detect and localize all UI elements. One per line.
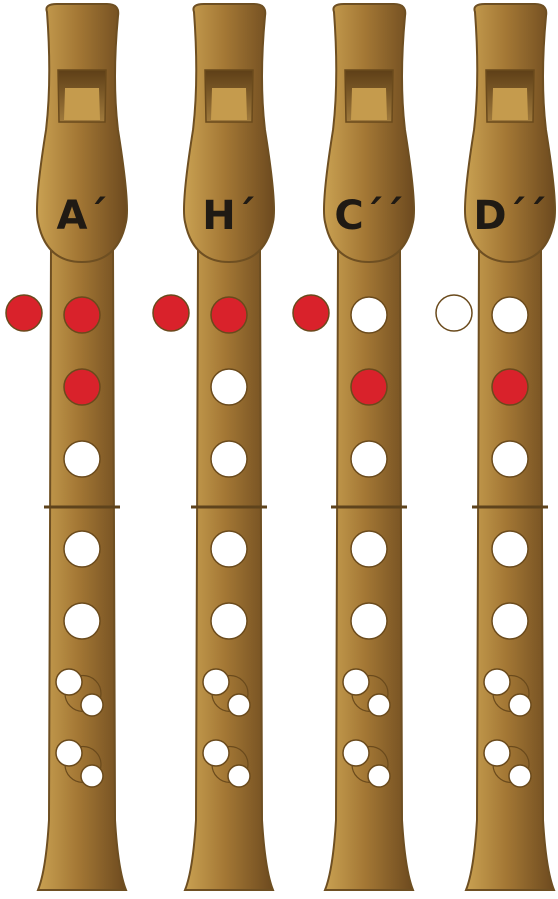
recorder: C´´ bbox=[293, 4, 414, 890]
finger-hole bbox=[351, 531, 387, 567]
finger-hole bbox=[64, 297, 100, 333]
double-hole-small bbox=[509, 765, 531, 787]
note-label: C´´ bbox=[334, 193, 403, 239]
finger-hole bbox=[492, 603, 528, 639]
recorder-body bbox=[325, 250, 413, 890]
double-hole-large bbox=[343, 669, 369, 695]
thumb-hole bbox=[153, 295, 189, 331]
finger-hole bbox=[64, 441, 100, 477]
finger-hole bbox=[351, 369, 387, 405]
double-hole-small bbox=[509, 694, 531, 716]
double-hole-large bbox=[203, 740, 229, 766]
recorder-body bbox=[185, 250, 273, 890]
thumb-hole bbox=[6, 295, 42, 331]
note-label: H´ bbox=[202, 193, 255, 239]
recorder-window-lip bbox=[351, 88, 387, 120]
recorder-window-lip bbox=[211, 88, 247, 120]
double-hole-small bbox=[228, 765, 250, 787]
double-hole-small bbox=[81, 694, 103, 716]
finger-hole bbox=[211, 369, 247, 405]
recorder: H´ bbox=[153, 4, 274, 890]
note-label: D´´ bbox=[473, 193, 546, 239]
recorder: D´´ bbox=[436, 4, 555, 890]
finger-hole bbox=[211, 441, 247, 477]
double-hole-large bbox=[203, 669, 229, 695]
double-hole-large bbox=[484, 669, 510, 695]
finger-hole bbox=[64, 603, 100, 639]
finger-hole bbox=[211, 603, 247, 639]
double-hole-large bbox=[56, 669, 82, 695]
double-hole-large bbox=[343, 740, 369, 766]
recorder-window-lip bbox=[492, 88, 528, 120]
finger-hole bbox=[211, 297, 247, 333]
recorder-window-lip bbox=[64, 88, 100, 120]
double-hole-small bbox=[228, 694, 250, 716]
double-hole-small bbox=[81, 765, 103, 787]
note-label: A´ bbox=[57, 193, 108, 239]
double-hole-large bbox=[484, 740, 510, 766]
thumb-hole bbox=[436, 295, 472, 331]
finger-hole bbox=[351, 603, 387, 639]
double-hole-small bbox=[368, 765, 390, 787]
finger-hole bbox=[351, 441, 387, 477]
recorder: A´ bbox=[6, 4, 127, 890]
finger-hole bbox=[492, 441, 528, 477]
finger-hole bbox=[211, 531, 247, 567]
recorder-body bbox=[38, 250, 126, 890]
finger-hole bbox=[351, 297, 387, 333]
finger-hole bbox=[492, 369, 528, 405]
finger-hole bbox=[64, 531, 100, 567]
double-hole-large bbox=[56, 740, 82, 766]
finger-hole bbox=[64, 369, 100, 405]
recorder-body bbox=[466, 250, 554, 890]
finger-hole bbox=[492, 297, 528, 333]
thumb-hole bbox=[293, 295, 329, 331]
finger-hole bbox=[492, 531, 528, 567]
double-hole-small bbox=[368, 694, 390, 716]
